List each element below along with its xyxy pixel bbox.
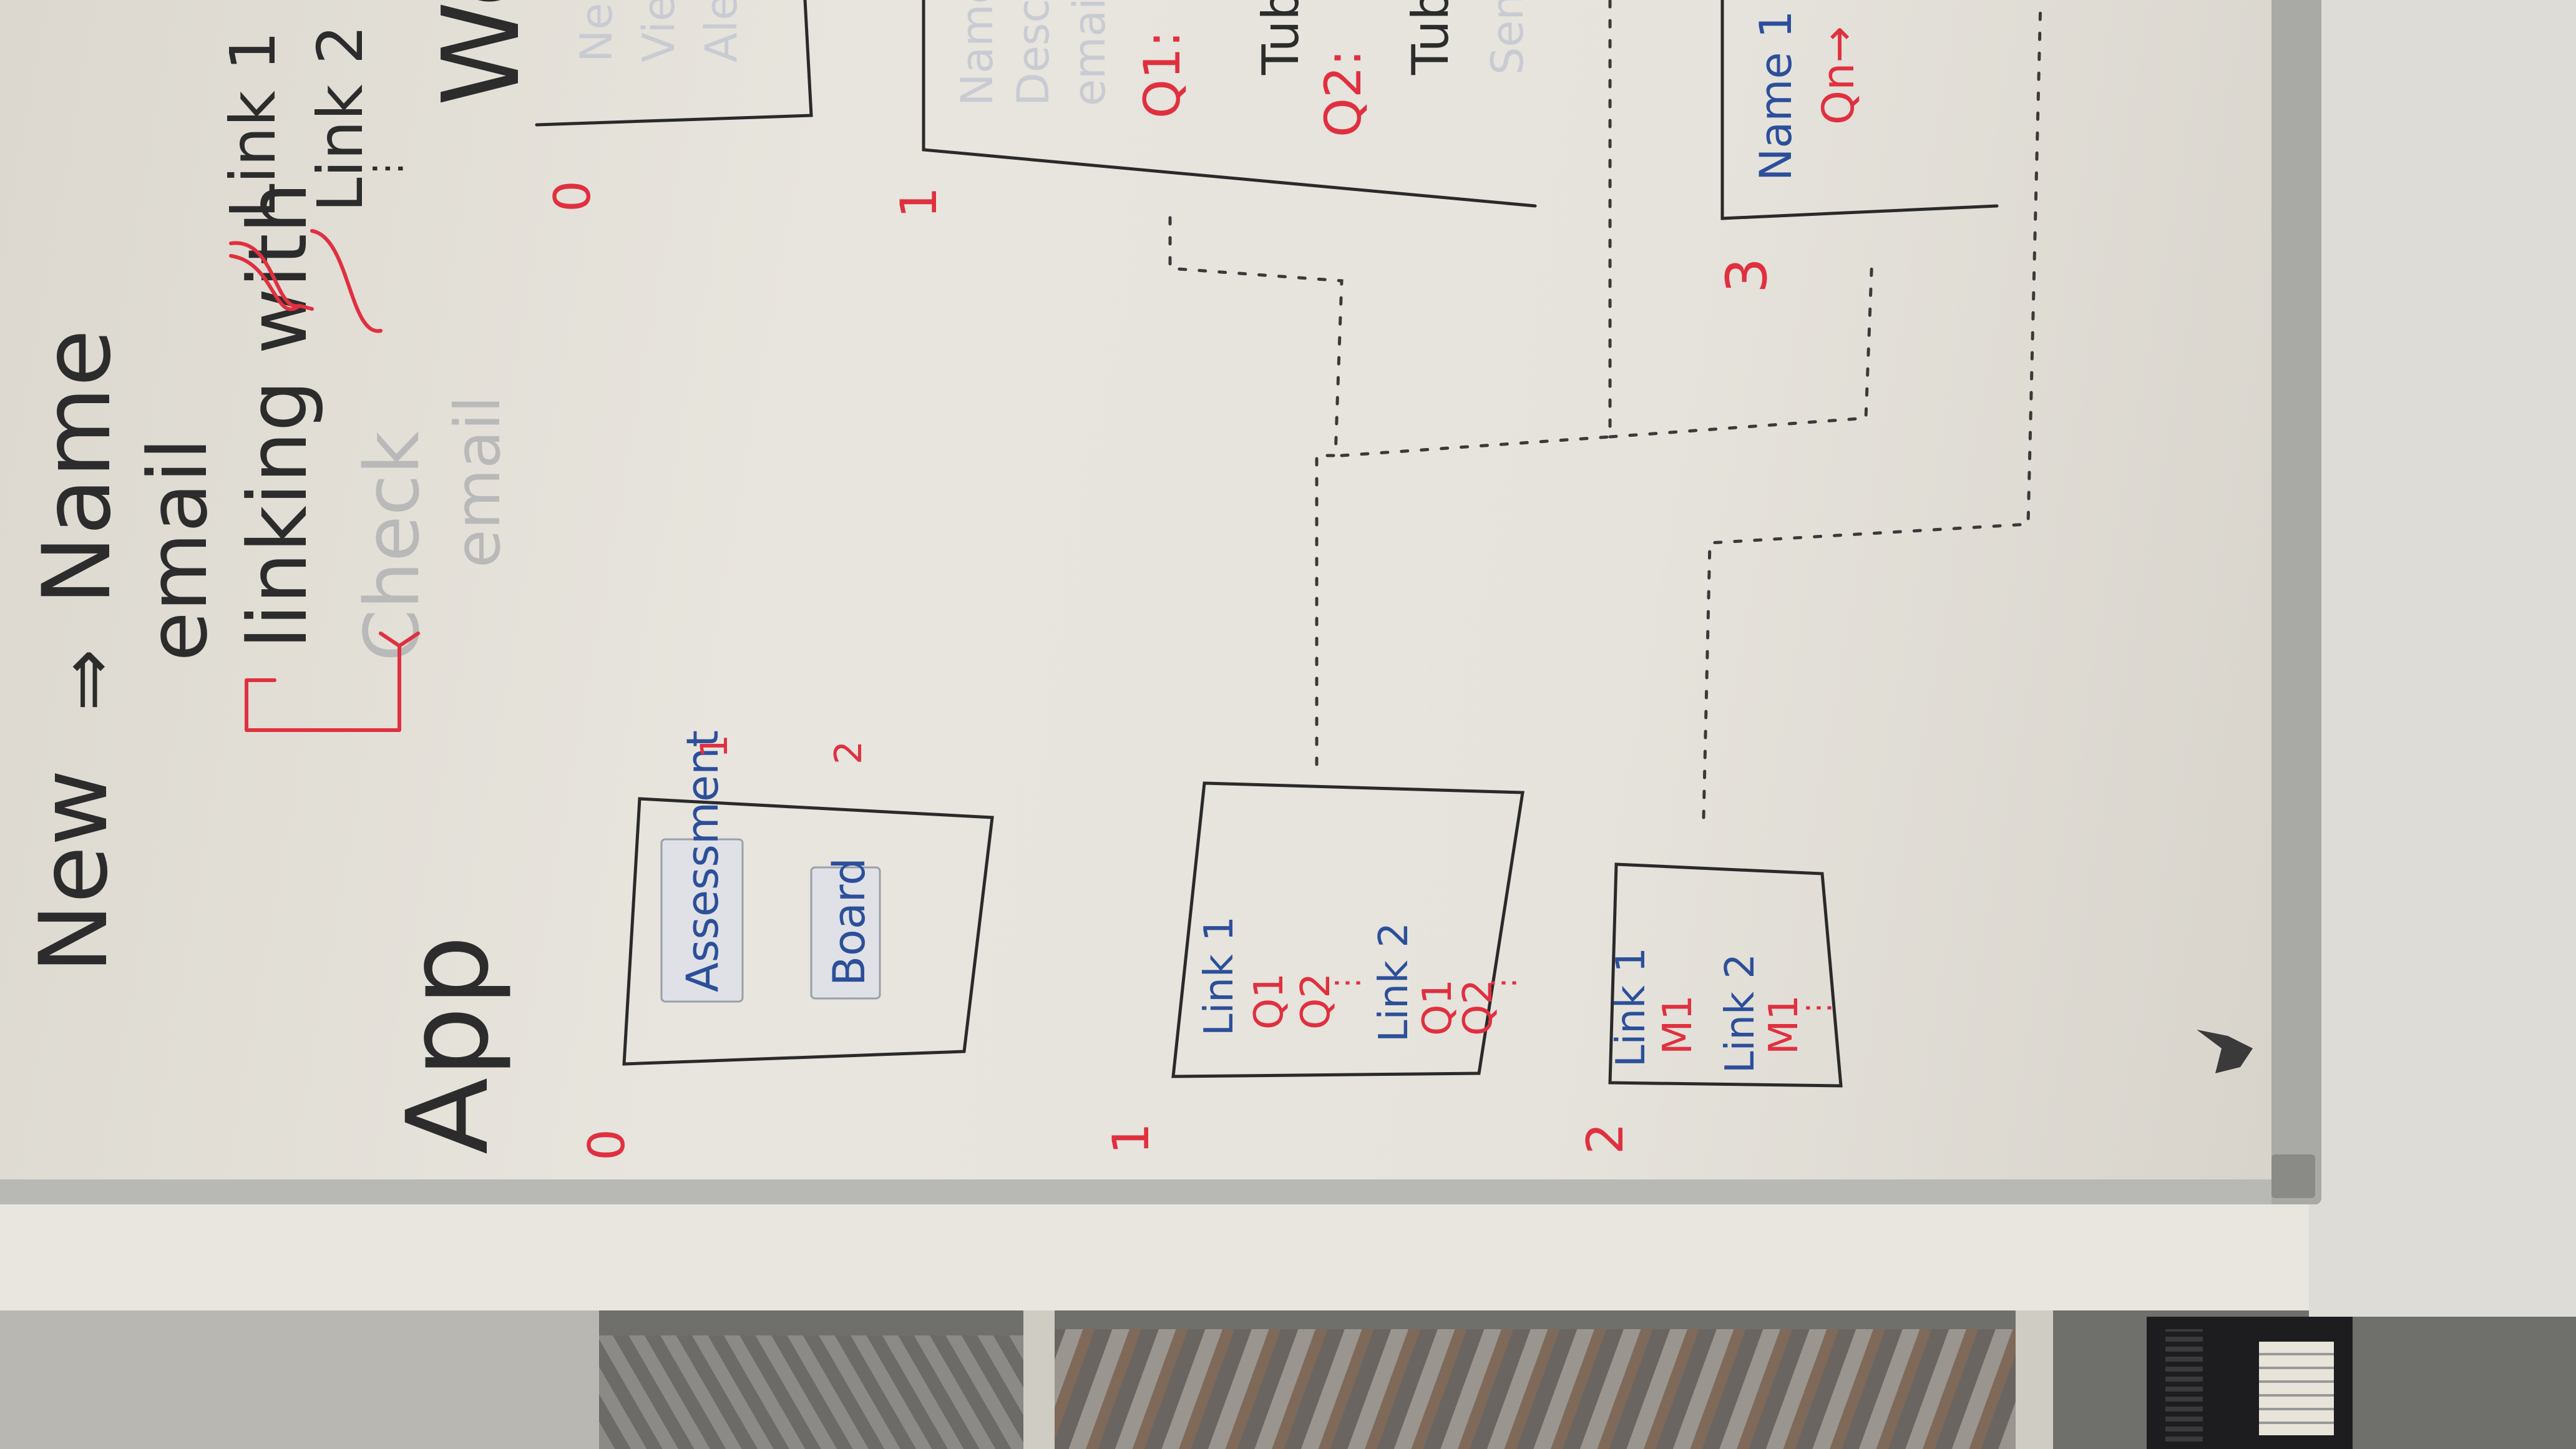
window-view-pavement bbox=[1055, 1329, 2016, 1449]
web-screen-3-number: 3 bbox=[1714, 258, 1780, 293]
window-view-street bbox=[599, 1335, 1023, 1449]
web-screen-1-item: Q1: bbox=[1133, 31, 1191, 119]
whiteboard-tray bbox=[0, 1179, 2271, 1204]
app-screen-1-box bbox=[1171, 781, 1525, 1078]
screen-1-item: ⋮ bbox=[1329, 967, 1365, 998]
whiteboard-corner-cap bbox=[2271, 1154, 2315, 1198]
web-screen-1-item: Descr bbox=[1008, 0, 1059, 106]
network-switch-vent bbox=[2165, 1329, 2203, 1442]
board-button-box bbox=[810, 866, 881, 1000]
whiteboard bbox=[0, 0, 2271, 1179]
window-frame bbox=[1023, 1310, 1055, 1449]
app-screen-2-box bbox=[1608, 862, 1843, 1088]
board-button-number: 2 bbox=[827, 741, 871, 764]
app-screen-0-box bbox=[622, 797, 994, 1066]
assessment-button-label: Assessment bbox=[677, 730, 728, 992]
network-switch-ports bbox=[2259, 1342, 2334, 1435]
screen-1-item: Q2 bbox=[1455, 979, 1501, 1036]
web-screen-0-item: Vie bbox=[633, 0, 685, 62]
web-screen-0-number: 0 bbox=[544, 180, 602, 212]
screen-2-item: Link 1 bbox=[1608, 947, 1654, 1067]
web-screen-1-item: email bbox=[1064, 0, 1115, 106]
web-screen-1-number: 1 bbox=[890, 187, 948, 218]
app-screen-1-number: 1 bbox=[1102, 1123, 1160, 1154]
linking-label: linking with bbox=[230, 182, 325, 649]
connector-line bbox=[1608, 254, 1874, 439]
screen-2-item: ⋮ bbox=[1800, 992, 1836, 1023]
email-label: email bbox=[130, 437, 225, 661]
check-email-label: email bbox=[441, 396, 514, 568]
screen-1-item: Q1 bbox=[1246, 973, 1292, 1030]
arrow-glyph: ⇒ bbox=[44, 648, 130, 711]
web-screen-1-box bbox=[922, 0, 1537, 208]
web-screen-1-item: Q2: bbox=[1314, 49, 1372, 137]
name-label: Name bbox=[23, 329, 132, 605]
app-title: App bbox=[383, 935, 514, 1154]
web-screen-1-item: Tub bbox=[1252, 0, 1310, 76]
web-screen-3-item: Name 1 bbox=[1750, 11, 1802, 181]
web-screen-1-item: Name bbox=[952, 0, 1003, 106]
wall bbox=[0, 1204, 2576, 1317]
web-screen-3-box bbox=[1720, 0, 1999, 220]
screen-2-item: M1 bbox=[1761, 995, 1807, 1055]
web-screen-0-box bbox=[535, 0, 813, 127]
assessment-button-box bbox=[660, 838, 744, 1003]
web-title: We bbox=[420, 0, 544, 106]
check-label: Check bbox=[349, 431, 436, 661]
red-bracket-arrow bbox=[245, 632, 420, 732]
wall bbox=[2309, 0, 2576, 1317]
web-screen-0-item: Ale bbox=[696, 0, 747, 62]
web-screen-0-item: Ne bbox=[571, 3, 622, 62]
links-more-label: ⋮ bbox=[365, 150, 409, 187]
app-screen-0-number: 0 bbox=[578, 1129, 636, 1161]
whiteboard-logo bbox=[2197, 1030, 2253, 1073]
screen-1-item: Link 2 bbox=[1371, 922, 1417, 1042]
assessment-button-number: 1 bbox=[693, 734, 736, 758]
board-button-label: Board bbox=[824, 857, 875, 986]
window-frame bbox=[2016, 1310, 2053, 1449]
screen-1-item: Q1 bbox=[1415, 979, 1461, 1036]
screen-2-item: M1 bbox=[1655, 995, 1701, 1055]
connector-line bbox=[1168, 204, 1344, 766]
connector-line bbox=[1340, 0, 1612, 457]
app-screen-2-number: 2 bbox=[1576, 1123, 1634, 1154]
red-brace bbox=[229, 229, 383, 333]
web-screen-3-item: Qn→ bbox=[1813, 26, 1864, 125]
link-1-label: Link 1 bbox=[217, 31, 290, 218]
screen-1-item: ⋮ bbox=[1485, 967, 1521, 998]
new-label: New bbox=[20, 769, 129, 973]
screen-1-item: Q2 bbox=[1293, 973, 1339, 1030]
screen-1-item: Link 1 bbox=[1196, 916, 1242, 1036]
web-screen-1-item: Send bbox=[1482, 0, 1533, 75]
link-2-label: Link 2 bbox=[304, 25, 377, 212]
screen-2-item: Link 2 bbox=[1717, 954, 1764, 1073]
web-screen-1-item: Tub bbox=[1402, 0, 1460, 76]
window-frame bbox=[0, 1310, 599, 1449]
